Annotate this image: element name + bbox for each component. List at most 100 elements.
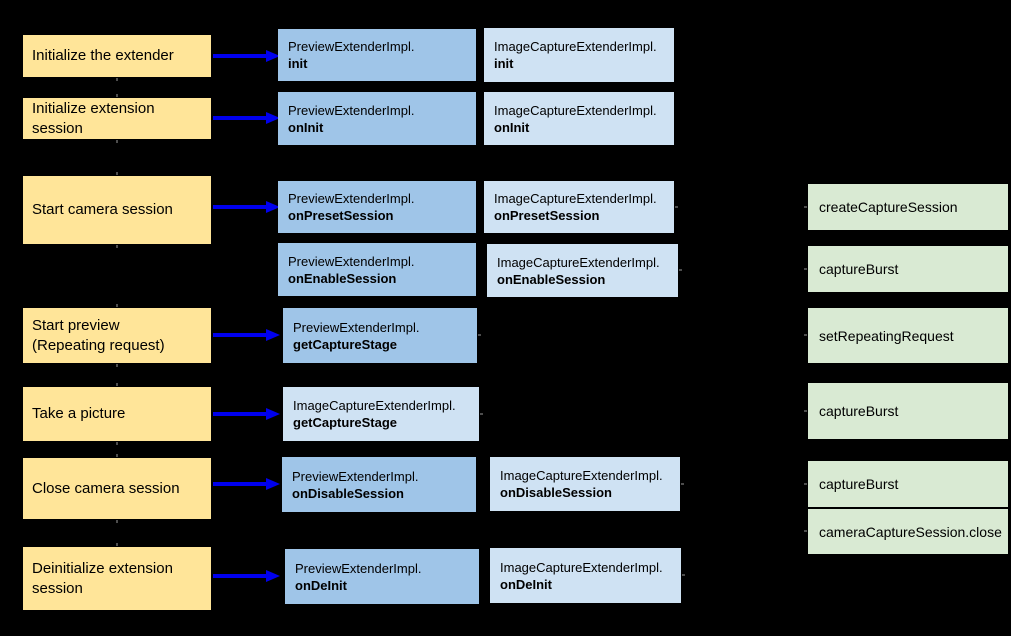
preview-onenablesession-box: PreviewExtenderImpl.onEnableSession [278, 243, 476, 296]
class-name-label: ImageCaptureExtenderImpl. [497, 254, 660, 270]
camera2-cameracapturesession-close-box: cameraCaptureSession.close [808, 509, 1008, 554]
preview-ondeinit-box: PreviewExtenderImpl.onDeInit [285, 549, 479, 604]
method-name-label: onEnableSession [497, 271, 606, 287]
arrow-head-icon [266, 50, 280, 62]
step-label: Take a picture [32, 405, 126, 422]
arrow-icon [213, 478, 280, 490]
method-name-label: onInit [494, 119, 530, 135]
imagecapture-ondeinit-box: ImageCaptureExtenderImpl.onDeInit [490, 548, 681, 603]
arrow-shaft [213, 54, 267, 58]
arrow-icon [213, 570, 280, 582]
class-name-label: ImageCaptureExtenderImpl. [500, 559, 663, 575]
connector-stub [116, 520, 118, 523]
arrow-icon [213, 201, 280, 213]
connector-stub [116, 304, 118, 307]
api-label: captureBurst [819, 476, 899, 492]
class-name-label: PreviewExtenderImpl. [288, 102, 415, 118]
connector-stub [116, 383, 118, 386]
step-label: Initialize the extender [32, 47, 174, 64]
connector-stub [116, 172, 118, 175]
imagecapture-onenablesession-box: ImageCaptureExtenderImpl.onEnableSession [487, 244, 678, 297]
imagecapture-onpresetsession-box: ImageCaptureExtenderImpl. onPresetSession [484, 181, 674, 233]
api-label: setRepeatingRequest [819, 327, 954, 344]
arrow-head-icon [266, 329, 280, 341]
arrow-icon [213, 408, 280, 420]
step-deinitialize-extension-session: Deinitialize extension session [23, 547, 211, 610]
connector-stub [116, 245, 118, 248]
arrow-icon [213, 329, 280, 341]
imagecapture-init-box: ImageCaptureExtenderImpl.init [484, 28, 674, 82]
class-name-label: PreviewExtenderImpl. [288, 253, 415, 269]
connector-stub [116, 454, 118, 457]
method-name-label: getCaptureStage [293, 415, 398, 430]
camera2-captureburst-box-1: captureBurst [808, 246, 1008, 292]
class-name-label: PreviewExtenderImpl. [292, 468, 419, 484]
camera2-captureburst-box-2: captureBurst [808, 383, 1008, 439]
method-name-label: onPresetSession [288, 208, 394, 223]
step-label: Close camera session [32, 479, 180, 497]
method-name-label: onEnableSession [288, 270, 397, 286]
arrow-head-icon [266, 478, 280, 490]
connector-stub [480, 413, 483, 415]
connector-stub [681, 483, 684, 485]
connector-stub [116, 78, 118, 81]
connector-stub [804, 483, 807, 485]
connector-stub [116, 442, 118, 445]
class-name-label: ImageCaptureExtenderImpl. [293, 398, 456, 413]
class-name-label: PreviewExtenderImpl. [288, 191, 415, 206]
step-label: Start camera session [32, 201, 173, 218]
method-name-label: onDeInit [295, 577, 347, 593]
connector-stub [804, 530, 807, 532]
camera2-setrepeatingrequest-box: setRepeatingRequest [808, 308, 1008, 363]
camera2-captureburst-box-3: captureBurst [808, 461, 1008, 507]
arrow-shaft [213, 574, 267, 578]
step-initialize-extender: Initialize the extender [23, 35, 211, 77]
step-label: Initialize extension session [32, 99, 155, 137]
api-label: captureBurst [819, 403, 899, 419]
step-close-camera-session: Close camera session [23, 458, 211, 519]
method-name-label: onPresetSession [494, 208, 600, 223]
step-label: Start preview (Repeating request) [32, 316, 165, 354]
method-name-label: onInit [288, 119, 324, 135]
step-initialize-extension-session: Initialize extension session [23, 98, 211, 139]
connector-stub [804, 410, 807, 412]
class-name-label: PreviewExtenderImpl. [288, 39, 415, 54]
connector-stub [478, 334, 481, 336]
method-name-label: init [494, 56, 514, 71]
connector-stub [804, 206, 807, 208]
api-label: cameraCaptureSession.close [819, 523, 1002, 540]
preview-init-box: PreviewExtenderImpl. init [278, 29, 476, 81]
method-name-label: onDisableSession [292, 485, 404, 501]
imagecapture-ondisablesession-box: ImageCaptureExtenderImpl. onDisableSessio… [490, 457, 680, 511]
api-label: captureBurst [819, 261, 899, 277]
connector-stub [679, 269, 682, 271]
step-take-a-picture: Take a picture [23, 387, 211, 441]
arrow-icon [213, 50, 280, 62]
preview-onpresetsession-box: PreviewExtenderImpl. onPresetSession [278, 181, 476, 233]
method-name-label: onDisableSession [500, 485, 612, 500]
camera2-createcapturesession-box: createCaptureSession [808, 184, 1008, 230]
preview-ondisablesession-box: PreviewExtenderImpl.onDisableSession [282, 457, 476, 512]
preview-getcapturestage-box: PreviewExtenderImpl.getCaptureStage [283, 308, 477, 363]
arrow-head-icon [266, 112, 280, 124]
connector-stub [804, 268, 807, 270]
arrow-icon [213, 112, 280, 124]
method-name-label: onDeInit [500, 576, 552, 592]
imagecapture-getcapturestage-box: ImageCaptureExtenderImpl. getCaptureStage [283, 387, 479, 441]
connector-stub [675, 206, 678, 208]
class-name-label: ImageCaptureExtenderImpl. [500, 468, 663, 483]
imagecapture-oninit-box: ImageCaptureExtenderImpl.onInit [484, 92, 674, 145]
step-label: Deinitialize extension session [32, 559, 173, 597]
arrow-head-icon [266, 201, 280, 213]
connector-stub [116, 94, 118, 97]
arrow-head-icon [266, 570, 280, 582]
class-name-label: ImageCaptureExtenderImpl. [494, 102, 657, 118]
preview-oninit-box: PreviewExtenderImpl.onInit [278, 92, 476, 145]
arrow-shaft [213, 116, 267, 120]
method-name-label: init [288, 56, 308, 71]
class-name-label: ImageCaptureExtenderImpl. [494, 191, 657, 206]
connector-stub [116, 140, 118, 143]
api-label: createCaptureSession [819, 199, 958, 215]
connector-stub [116, 364, 118, 367]
